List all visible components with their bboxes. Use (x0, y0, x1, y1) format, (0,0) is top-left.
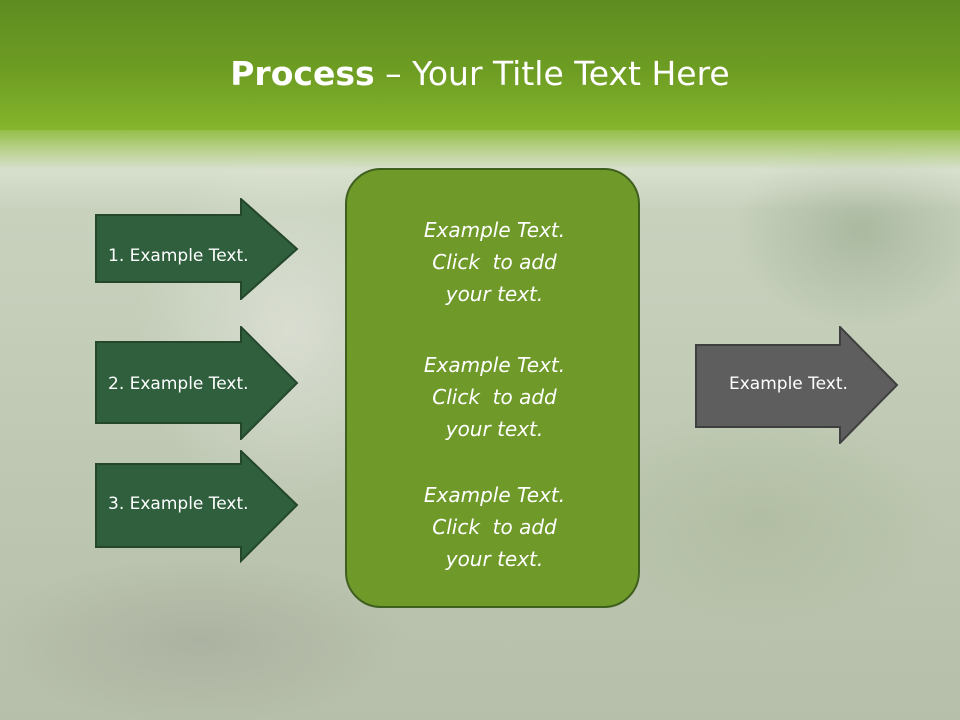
right-arrow-label: Example Text. (729, 374, 848, 394)
right-arrow[interactable]: Example Text. (695, 326, 899, 444)
center-text-line: Example Text. (423, 483, 566, 507)
center-text-line: Example Text. (423, 218, 566, 242)
title-band (0, 0, 960, 130)
title-bold-text: Process (230, 54, 375, 93)
arrow-shape (95, 326, 299, 440)
center-text-line: Click to add (432, 385, 557, 409)
center-text-line: Click to add (432, 515, 557, 539)
center-text-line: your text. (445, 282, 544, 306)
left-arrow-1[interactable]: 1. Example Text. (95, 198, 299, 300)
left-arrow-3[interactable]: 3. Example Text. (95, 450, 299, 564)
center-text-line: Example Text. (423, 353, 566, 377)
title-band-fade (0, 125, 960, 170)
arrow-shape (95, 198, 299, 300)
center-text-block-2: Example Text. Click to add your text. (347, 349, 642, 445)
arrow-shape (95, 450, 299, 564)
left-arrow-2-label: 2. Example Text. (108, 374, 249, 394)
slide-title[interactable]: Process – Your Title Text Here (0, 52, 960, 96)
center-text-panel[interactable]: Example Text. Click to add your text. Ex… (345, 168, 640, 608)
arrow-shape (695, 326, 899, 444)
left-arrow-1-label: 1. Example Text. (108, 246, 249, 266)
center-text-line: your text. (445, 547, 544, 571)
title-text: – Your Title Text Here (374, 54, 730, 93)
left-arrow-2[interactable]: 2. Example Text. (95, 326, 299, 440)
center-text-block-1: Example Text. Click to add your text. (347, 214, 642, 310)
center-text-block-3: Example Text. Click to add your text. (347, 479, 642, 575)
center-text-line: your text. (445, 417, 544, 441)
center-text-line: Click to add (432, 250, 557, 274)
left-arrow-3-label: 3. Example Text. (108, 494, 249, 514)
